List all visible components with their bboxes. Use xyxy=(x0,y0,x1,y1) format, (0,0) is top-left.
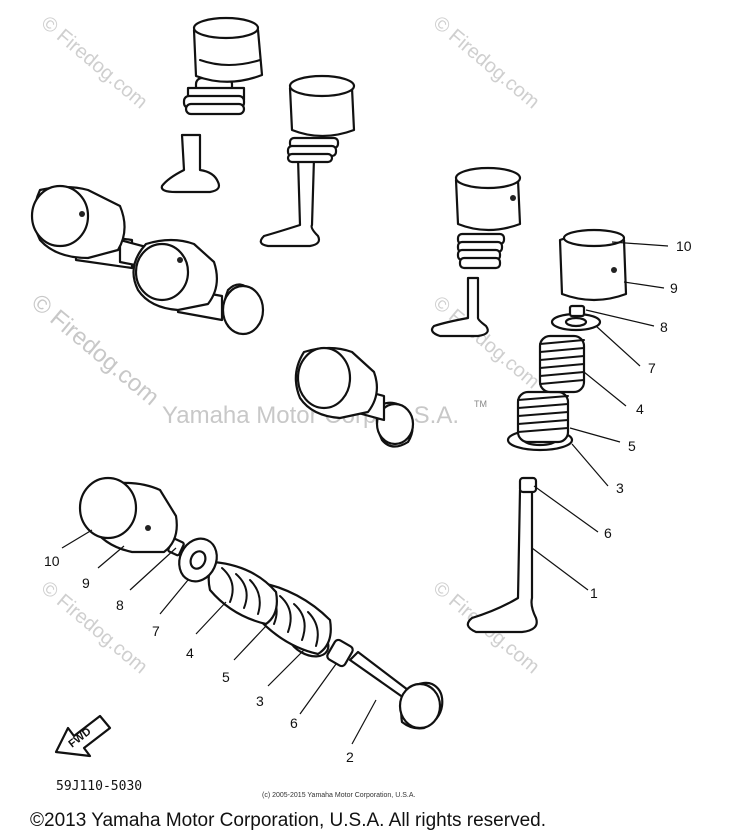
callout-10-right: 10 xyxy=(676,238,692,254)
callout-3-left: 3 xyxy=(256,693,264,709)
callout-numbers-right: 10 9 8 7 4 5 3 6 1 xyxy=(590,238,692,601)
callout-4-right: 4 xyxy=(636,401,644,417)
callout-1-right: 1 xyxy=(590,585,598,601)
watermark-firedog-bottom-left: © Firedog.com xyxy=(37,577,152,678)
spring-inner-left xyxy=(207,560,278,626)
small-copyright: (c) 2005-2015 Yamaha Motor Corporation, … xyxy=(262,792,415,799)
leader-lines-right xyxy=(531,241,669,591)
valve-assembly-top-middle xyxy=(259,74,356,248)
leader-lines-left xyxy=(61,529,377,745)
watermark-firedog-top-left: © Firedog.com xyxy=(37,12,152,113)
exploded-assembly-left xyxy=(78,476,444,730)
watermark-firedog-middle: © Firedog.com xyxy=(429,292,544,393)
callout-6-right: 6 xyxy=(604,525,612,541)
callout-5-right: 5 xyxy=(628,438,636,454)
footer-copyright: ©2013 Yamaha Motor Corporation, U.S.A. A… xyxy=(30,810,546,831)
exploded-assembly-right xyxy=(466,228,628,634)
valve-assembly-tilted-center xyxy=(294,346,415,448)
callout-4-left: 4 xyxy=(186,645,194,661)
callout-10-left: 10 xyxy=(44,553,60,569)
diagram-code: 59J110-5030 xyxy=(56,779,142,794)
watermark-tm: TM xyxy=(474,399,487,409)
callout-9-right: 9 xyxy=(670,280,678,296)
callout-8-left: 8 xyxy=(116,597,124,613)
watermark-firedog-left: © Firedog.com xyxy=(26,289,164,411)
watermark-firedog-top-right: © Firedog.com xyxy=(429,12,544,113)
spring-inner xyxy=(538,334,586,394)
valve-assembly-tilted-pair-left xyxy=(30,184,265,336)
watermark-layer: © Firedog.com © Firedog.com © Firedog.co… xyxy=(26,12,543,678)
callout-2-left: 2 xyxy=(346,749,354,765)
callout-5-left: 5 xyxy=(222,669,230,685)
fwd-arrow: FWD xyxy=(54,714,112,758)
valve-assembly-top-left xyxy=(160,16,264,309)
callout-7-left: 7 xyxy=(152,623,160,639)
valve-assembly-right-middle xyxy=(430,166,522,338)
callout-7-right: 7 xyxy=(648,360,656,376)
spring-outer xyxy=(516,390,570,444)
callout-9-left: 9 xyxy=(82,575,90,591)
callout-numbers-left: 10 9 8 7 4 5 3 6 2 xyxy=(44,553,354,765)
callout-8-right: 8 xyxy=(660,319,668,335)
callout-6-left: 6 xyxy=(290,715,298,731)
callout-3-right: 3 xyxy=(616,480,624,496)
